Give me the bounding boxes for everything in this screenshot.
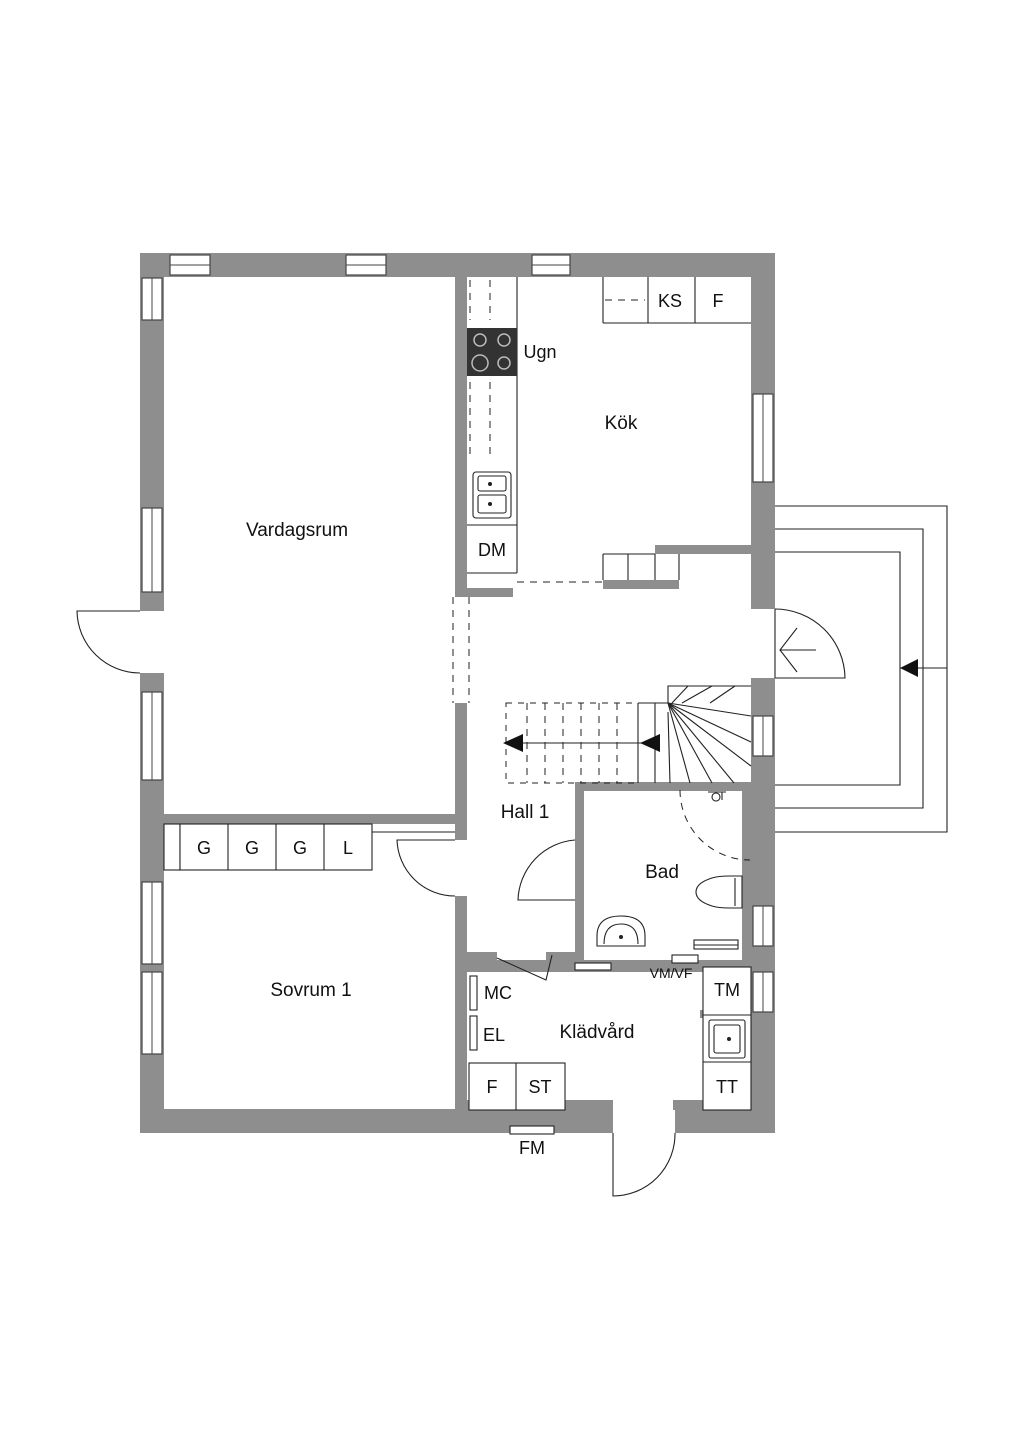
fixture-label-ugn: Ugn [523, 342, 556, 362]
washbasin-icon [596, 915, 646, 947]
windows [141, 254, 774, 1055]
fixture-label-fm: FM [519, 1138, 545, 1158]
fixture-label-vmvf: VM/VF [650, 965, 693, 981]
fixture-label-f-kitchen: F [713, 291, 724, 311]
fixture-label-tt: TT [716, 1077, 738, 1097]
kitchen-sink-icon [472, 471, 512, 519]
fixture-label-g3: G [293, 838, 307, 858]
shower-icon [708, 791, 726, 802]
interior-walls [164, 277, 751, 1110]
entrance-arrow-icon [779, 627, 798, 673]
fixture-label-mc: MC [484, 983, 512, 1003]
room-label-sovrum: Sovrum 1 [270, 980, 351, 1001]
kitchen-counters [452, 277, 751, 703]
room-label-kladvard: Klädvård [560, 1022, 635, 1043]
fixture-label-tm: TM [714, 980, 740, 1000]
bathroom-fixtures [596, 791, 743, 950]
entrance-ramp [775, 505, 948, 833]
room-label-bad: Bad [645, 862, 679, 883]
fixture-label-g1: G [197, 838, 211, 858]
staircase [503, 685, 752, 784]
wardrobes [163, 823, 455, 871]
toilet-icon [695, 875, 743, 909]
fixture-label-el: EL [483, 1025, 505, 1045]
room-label-vardagsrum: Vardagsrum [246, 520, 348, 541]
fixture-label-f-laundry: F [487, 1077, 498, 1097]
doors [76, 608, 846, 1197]
ramp-arrow-icon [900, 659, 918, 677]
fixture-label-l: L [343, 838, 353, 858]
fixture-label-st: ST [528, 1077, 551, 1097]
fixture-label-dm: DM [478, 540, 506, 560]
fixture-label-ks: KS [658, 291, 682, 311]
room-label-kok: Kök [605, 413, 638, 434]
fixture-label-g2: G [245, 838, 259, 858]
room-label-hall: Hall 1 [501, 802, 550, 823]
stair-arrow-icon [640, 734, 660, 752]
laundry-fixtures [468, 954, 752, 1135]
stair-arrow-icon [503, 734, 523, 752]
laundry-sink-icon [708, 1019, 746, 1059]
